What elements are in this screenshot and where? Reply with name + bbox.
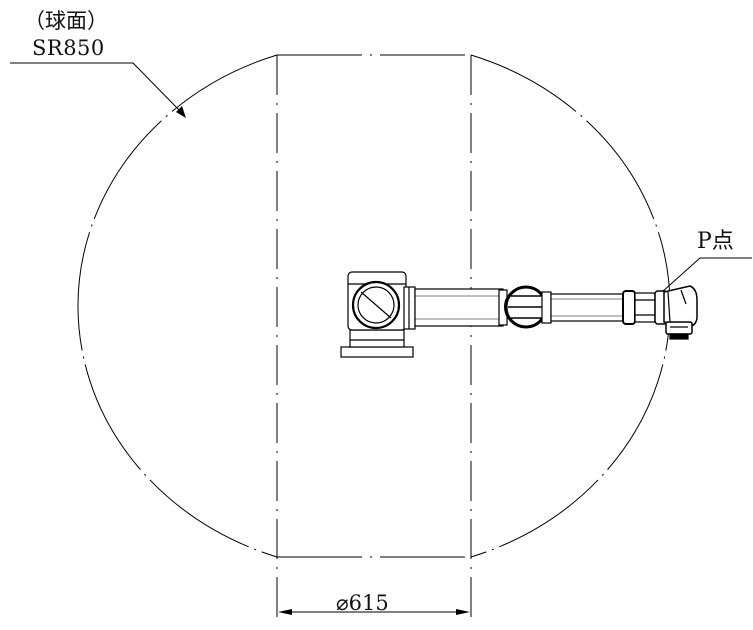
robot-arm — [340, 271, 698, 358]
upper-arm-tube — [414, 288, 504, 327]
point-leader-line — [661, 257, 752, 293]
forearm-tube — [550, 293, 626, 322]
diameter-label: ⌀615 — [336, 591, 389, 615]
tool-flange — [665, 321, 693, 335]
diameter-arrow-right — [456, 609, 470, 615]
robot-base-pedestal — [349, 329, 405, 348]
robot-base-plate — [340, 346, 414, 358]
radius-leader-line — [10, 62, 184, 115]
sphere-radius-label: SR850 — [32, 36, 105, 60]
p-point-label: P点 — [697, 229, 734, 254]
wrist-1-joint — [622, 290, 636, 325]
sphere-surface-label: （球面） — [24, 9, 108, 33]
radius-arrowhead — [176, 106, 186, 118]
diameter-arrow-left — [278, 609, 292, 615]
sphere-outline-left — [77, 54, 278, 558]
